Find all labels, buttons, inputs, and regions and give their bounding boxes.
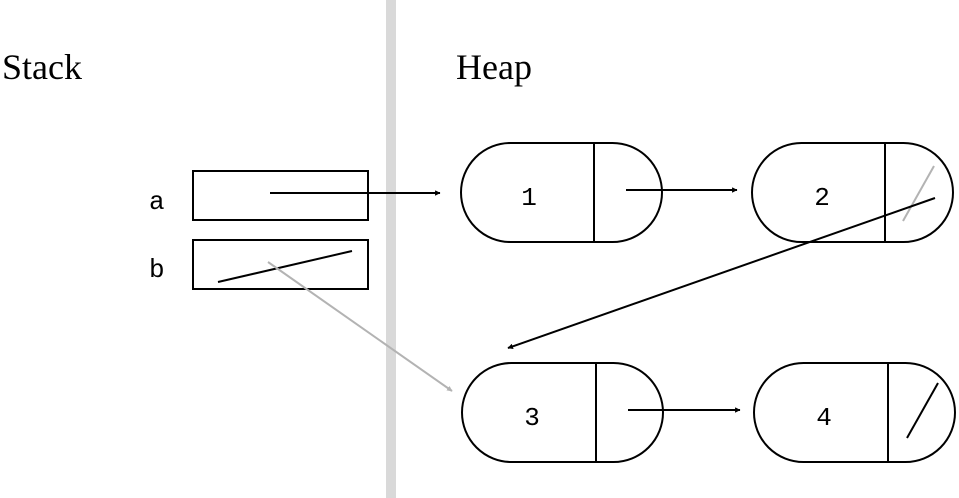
node-2-value: 2	[814, 183, 830, 213]
node-3-value: 3	[524, 403, 540, 433]
heap-title: Heap	[456, 47, 532, 87]
node-4: 4	[753, 362, 956, 463]
node-1: 1	[460, 142, 663, 243]
pointer-node-2-to-node-3	[507, 197, 936, 349]
variable-b-null-slash	[217, 250, 353, 283]
node-2-stale-null-slash	[902, 165, 935, 222]
node-4-value: 4	[816, 403, 832, 433]
node-1-value: 1	[521, 183, 537, 213]
node-2: 2	[751, 142, 954, 243]
stack-heap-divider	[386, 0, 396, 498]
node-4-null-slash	[906, 382, 939, 439]
variable-a-label: a	[149, 187, 165, 217]
stale-pointer-b-to-node-3	[267, 261, 453, 392]
stack-title: Stack	[2, 47, 82, 87]
node-3: 3	[461, 362, 664, 463]
variable-a-box	[192, 170, 369, 221]
variable-b-label: b	[149, 255, 165, 285]
